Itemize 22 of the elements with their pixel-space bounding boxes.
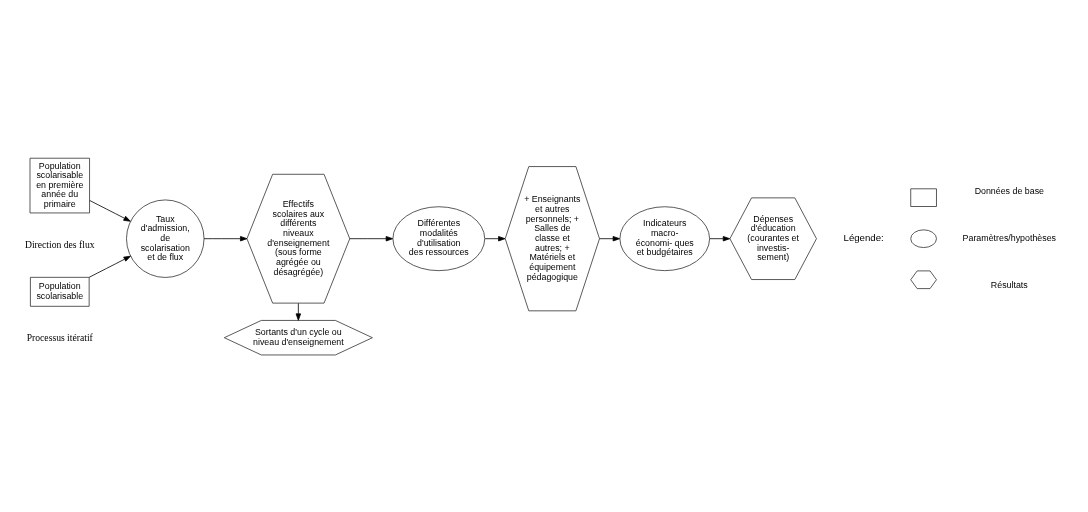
node-box: Population scolarisable en première année du primaire <box>29 157 90 213</box>
legend-label: Paramètres/hypothèses <box>962 232 1057 243</box>
arrow <box>599 235 620 241</box>
legend-label: Résultats <box>990 279 1028 290</box>
node-ellipse: Indicateurs macro- économi- ques et budgétaires <box>619 205 710 271</box>
label: Légende: <box>843 231 884 243</box>
arrow <box>89 199 131 222</box>
node-circle: Taux d'admission, de scolarisation et de flux <box>126 199 205 278</box>
arrow <box>484 235 506 241</box>
node-box: Population scolarisable <box>30 276 90 307</box>
node-ellipse: Différentes modalités d'utilisation des ressources <box>392 205 486 271</box>
legend-label: Données de base <box>974 185 1044 196</box>
label: Direction des flux <box>24 238 95 250</box>
label: Processus itératif <box>26 331 93 343</box>
arrow <box>88 255 131 278</box>
arrow <box>709 235 731 241</box>
node-hexagon <box>910 270 937 289</box>
arrow <box>349 235 393 241</box>
arrow <box>203 235 248 241</box>
node-ellipse <box>910 228 937 248</box>
node-box <box>910 187 937 207</box>
arrow <box>295 302 301 321</box>
